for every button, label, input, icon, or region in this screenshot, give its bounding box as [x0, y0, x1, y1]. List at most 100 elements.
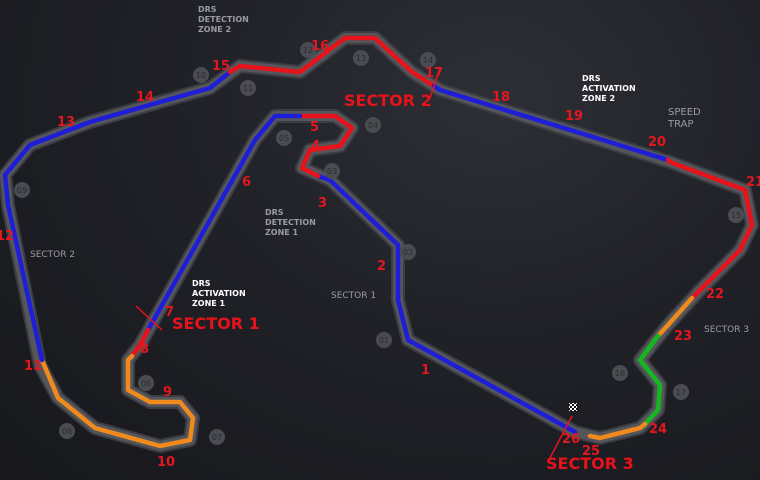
- zone-line: ZONE 2: [582, 94, 615, 103]
- marker-circle: [400, 244, 416, 260]
- turn-number-9: 9: [163, 385, 172, 400]
- drs-activation-zone-2: DRS ACTIVATION ZONE 2: [582, 74, 636, 103]
- marker-07: 07: [209, 429, 225, 445]
- turn-number-12: 12: [0, 229, 14, 244]
- turn-number-7: 7: [165, 305, 174, 320]
- sector-small-1: SECTOR 1: [331, 291, 376, 301]
- sector-small-2: SECTOR 2: [30, 250, 75, 260]
- turn-number-15: 15: [212, 59, 230, 74]
- marker-16: 16: [612, 365, 628, 381]
- marker-label: 14: [423, 56, 433, 65]
- marker-10: 10: [193, 67, 209, 83]
- marker-circle: [728, 207, 744, 223]
- turn-number-23: 23: [674, 329, 692, 344]
- turn-number-19: 19: [565, 109, 583, 124]
- marker-circle: [420, 52, 436, 68]
- marker-circle: [209, 429, 225, 445]
- turn-number-18: 18: [492, 90, 510, 105]
- zone-line: DETECTION: [265, 218, 316, 227]
- zone-line: ZONE 1: [265, 228, 299, 237]
- marker-03: 03: [324, 163, 340, 179]
- turn-number-3: 3: [318, 196, 327, 211]
- marker-circle: [300, 42, 316, 58]
- turn-number-2: 2: [377, 259, 386, 274]
- speed-trap-line: TRAP: [667, 119, 694, 130]
- marker-11: 11: [240, 80, 256, 96]
- marker-label: 15: [731, 211, 741, 220]
- marker-label: 07: [212, 433, 222, 442]
- turn-number-20: 20: [648, 135, 666, 150]
- marker-09: 09: [14, 182, 30, 198]
- marker-label: 11: [243, 84, 253, 93]
- turn-number-13: 13: [57, 115, 75, 130]
- zone-line: DRS: [582, 74, 601, 83]
- turn-number-17: 17: [425, 66, 443, 81]
- marker-circle: [612, 365, 628, 381]
- marker-circle: [193, 67, 209, 83]
- speed-segments: [2, 35, 755, 449]
- sector-3-line: [549, 415, 573, 459]
- zone-line: ACTIVATION: [582, 84, 636, 93]
- segment-red-t7-t8: [129, 327, 151, 359]
- marker-label: 13: [356, 54, 366, 63]
- marker-circle: [353, 50, 369, 66]
- sector-2-line: [429, 67, 441, 99]
- sector-small-3: SECTOR 3: [704, 325, 749, 335]
- marker-label: 01: [379, 336, 389, 345]
- segment-blue-main: [315, 173, 578, 435]
- sector-1-line: [135, 305, 163, 331]
- marker-label: 09: [17, 186, 27, 195]
- marker-label: 04: [368, 121, 378, 130]
- marker-circle: [240, 80, 256, 96]
- drs-detection-zone-1: DRS DETECTION ZONE 1: [265, 208, 316, 237]
- segment-red-t3-t5: [297, 113, 355, 179]
- turn-number-8: 8: [140, 342, 149, 357]
- marker-label: 03: [327, 167, 337, 176]
- marker-label: 17: [676, 388, 686, 397]
- turn-number-5: 5: [310, 120, 319, 135]
- sector-lines: [135, 67, 573, 459]
- marker-circle: [276, 130, 292, 146]
- segment-orange-t8-t11: [39, 353, 196, 449]
- marker-label: 08: [62, 427, 72, 436]
- turn-number-21: 21: [746, 175, 760, 190]
- segment-green-t23-t24: [637, 333, 663, 427]
- drs-detection-zone-2: DRS DETECTION ZONE 2: [198, 5, 249, 34]
- marker-circle: [14, 182, 30, 198]
- marker-circle: [324, 163, 340, 179]
- segment-blue-t11-t15: [2, 69, 233, 363]
- turn-number-4: 4: [311, 139, 320, 154]
- marker-circle: [138, 375, 154, 391]
- zone-line: DETECTION: [198, 15, 249, 24]
- marker-label: 16: [615, 369, 625, 378]
- turn-numbers: 1234567891011121314151617181920212223242…: [0, 39, 760, 470]
- turn-number-22: 22: [706, 287, 724, 302]
- speed-trap-line: SPEED: [668, 107, 701, 118]
- turn-number-10: 10: [157, 455, 175, 470]
- zone-line: ACTIVATION: [192, 289, 246, 298]
- turn-number-1: 1: [421, 363, 430, 378]
- zone-line: DRS: [192, 279, 211, 288]
- checkered-flag-icon: [569, 403, 577, 411]
- segment-orange-t22-t23: [655, 295, 695, 339]
- marker-label: 02: [403, 248, 413, 257]
- turn-number-25: 25: [582, 444, 600, 459]
- turn-number-11: 11: [24, 359, 42, 374]
- marker-label: 10: [196, 71, 206, 80]
- marker-12: 12: [300, 42, 316, 58]
- sector-2-label: SECTOR 2: [344, 91, 432, 110]
- segment-blue-t17-t20: [431, 83, 671, 163]
- marker-label: 05: [279, 134, 289, 143]
- speed-trap-label: SPEED TRAP: [667, 107, 701, 130]
- marker-04: 04: [365, 117, 381, 133]
- segment-red-t20-t22: [665, 157, 755, 301]
- marker-circle: [59, 423, 75, 439]
- marker-06: 06: [138, 375, 154, 391]
- marker-14: 14: [420, 52, 436, 68]
- turn-number-16: 16: [311, 39, 329, 54]
- turn-number-24: 24: [649, 422, 667, 437]
- sector-1-label: SECTOR 1: [172, 314, 260, 333]
